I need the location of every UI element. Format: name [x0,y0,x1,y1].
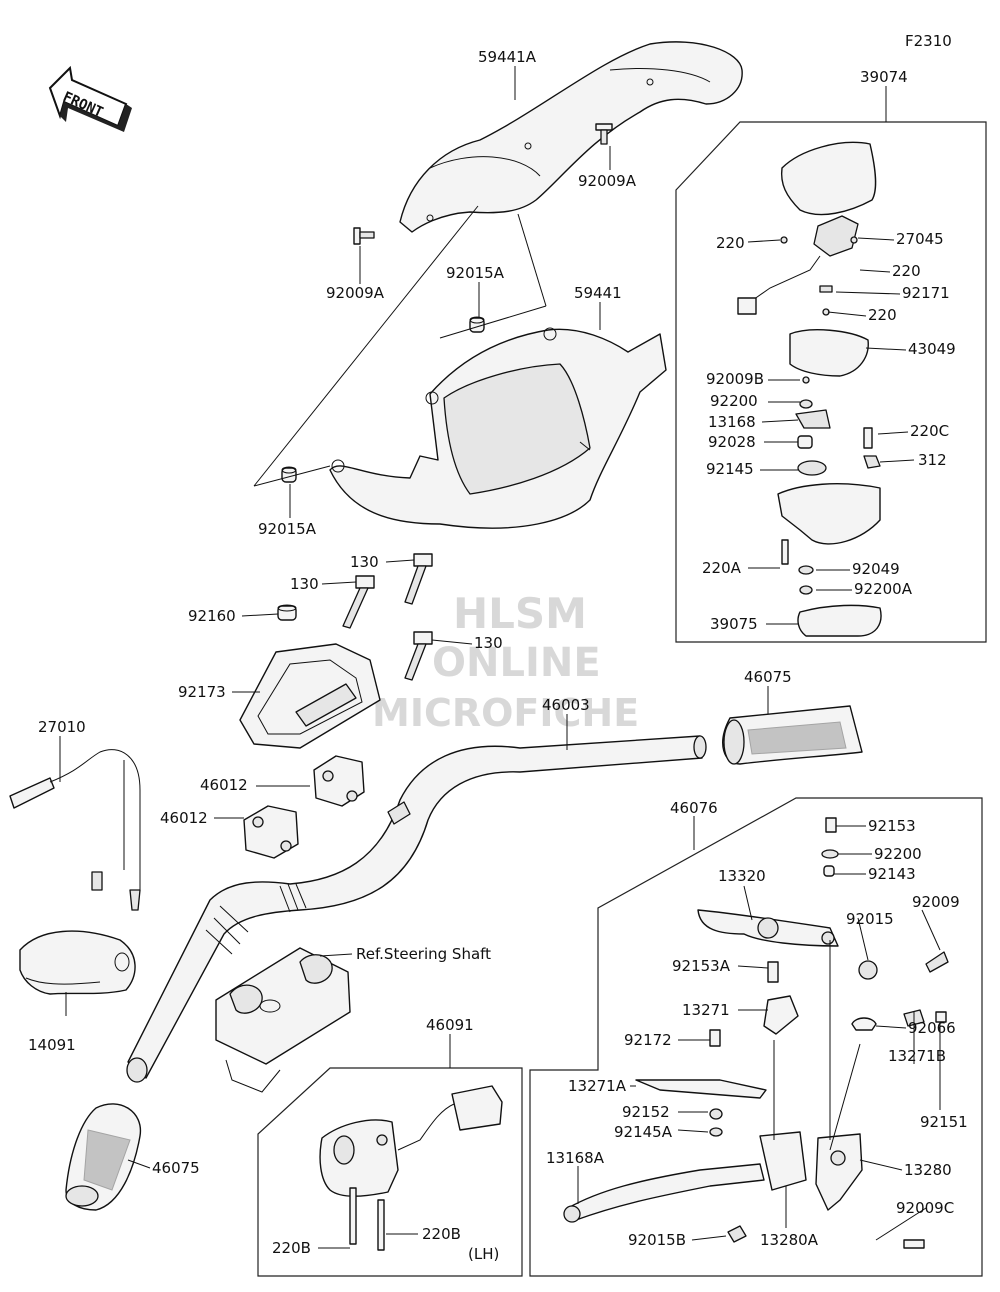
label-39074: 39074 [860,68,908,86]
figure-code: F2310 [905,32,952,50]
label-92153A: 92153A [672,957,731,975]
label-92153: 92153 [868,817,916,835]
bolt-130-b [404,553,433,605]
label-59441: 59441 [574,284,622,302]
lower-cover-59441 [329,327,667,529]
label-220C: 220C [910,422,949,440]
grip-46075-left [65,1103,142,1211]
label-312: 312 [918,451,947,469]
screw-92009A-top [595,123,613,145]
label-39075: 39075 [710,615,758,633]
label-130-c: 130 [474,634,503,652]
label-13280: 13280 [904,1161,952,1179]
label-92172: 92172 [624,1031,672,1049]
switch-assy-39074 [737,141,882,637]
label-13271A: 13271A [568,1077,627,1095]
label-59441A: 59441A [478,48,537,66]
label-46012-a: 46012 [200,776,248,794]
label-92009A-top: 92009A [578,172,637,190]
label-92145A: 92145A [614,1123,673,1141]
label-92145: 92145 [706,460,754,478]
label-13280A: 13280A [760,1231,819,1249]
label-92066: 92066 [908,1019,956,1037]
part-labels: 59441A 92009A 92009A 92015A 59441 92015A… [28,48,968,1257]
label-27010: 27010 [38,718,86,736]
label-46012-b: 46012 [160,809,208,827]
collar-92160 [277,604,297,621]
box-46076 [529,797,983,1277]
label-13168A: 13168A [546,1149,605,1167]
label-46003: 46003 [542,696,590,714]
label-220B-a: 220B [272,1239,311,1257]
watermark-line3: MICROFICHE [372,691,639,735]
label-92028: 92028 [708,433,756,451]
label-92171: 92171 [902,284,950,302]
label-92200-right: 92200 [710,392,758,410]
guard-14091 [19,930,136,995]
watermark-line1: HLSM [453,589,587,638]
label-220-b: 220 [892,262,921,280]
label-13320: 13320 [718,867,766,885]
leader-lines [59,66,941,1249]
label-92151: 92151 [920,1113,968,1131]
label-92015: 92015 [846,910,894,928]
label-13271: 13271 [682,1001,730,1019]
label-27045: 27045 [896,230,944,248]
label-92015B: 92015B [628,1231,686,1249]
label-220A: 220A [702,559,742,577]
label-92049: 92049 [852,560,900,578]
watermark-line2: ONLINE [432,640,601,686]
label-46076: 46076 [670,799,718,817]
collar-92015A-top [469,316,485,333]
label-92009A-left: 92009A [326,284,385,302]
front-direction-arrow-icon: FRONT [48,65,132,132]
label-92009B: 92009B [706,370,764,388]
lever-assy-46076 [563,817,949,1249]
label-13168: 13168 [708,413,756,431]
label-46075-top: 46075 [744,668,792,686]
handlebar-46003 [126,735,707,1083]
bolt-130-c [404,631,433,681]
bolt-130-a [342,575,375,629]
label-46091: 46091 [426,1016,474,1034]
ref-steering-shaft: Ref.Steering Shaft [356,945,491,963]
label-92200-b: 92200 [874,845,922,863]
label-92143: 92143 [868,865,916,883]
label-13271B: 13271B [888,1047,946,1065]
label-220B-b: 220B [422,1225,461,1243]
label-46075-bottom: 46075 [152,1159,200,1177]
box-39074 [675,121,987,643]
screw-92009A-left [353,227,375,245]
label-130-b: 130 [290,575,319,593]
switch-27010 [9,749,141,911]
collar-92015A-bottom [281,466,297,483]
box-46091 [257,1067,523,1277]
label-92200A: 92200A [854,580,913,598]
label-43049: 43049 [908,340,956,358]
steering-shaft-block [215,947,351,1093]
label-92009C: 92009C [896,1199,954,1217]
holder-46012-upper [313,755,365,807]
watermark: HLSM ONLINE MICROFICHE [372,589,639,735]
side-note-lh: (LH) [468,1245,499,1263]
upper-cover-59441A [399,41,743,233]
label-92173: 92173 [178,683,226,701]
label-92160: 92160 [188,607,236,625]
label-220-a: 220 [716,234,745,252]
label-92015A-top: 92015A [446,264,505,282]
label-92009: 92009 [912,893,960,911]
holder-46012-lower [243,805,299,859]
label-130-a: 130 [350,553,379,571]
label-220-c: 220 [868,306,897,324]
grip-46075-right [722,705,863,765]
bracket-92173 [239,643,381,749]
switch-46091 [319,1085,503,1251]
label-92015A-bottom: 92015A [258,520,317,538]
label-92152: 92152 [622,1103,670,1121]
label-14091: 14091 [28,1036,76,1054]
